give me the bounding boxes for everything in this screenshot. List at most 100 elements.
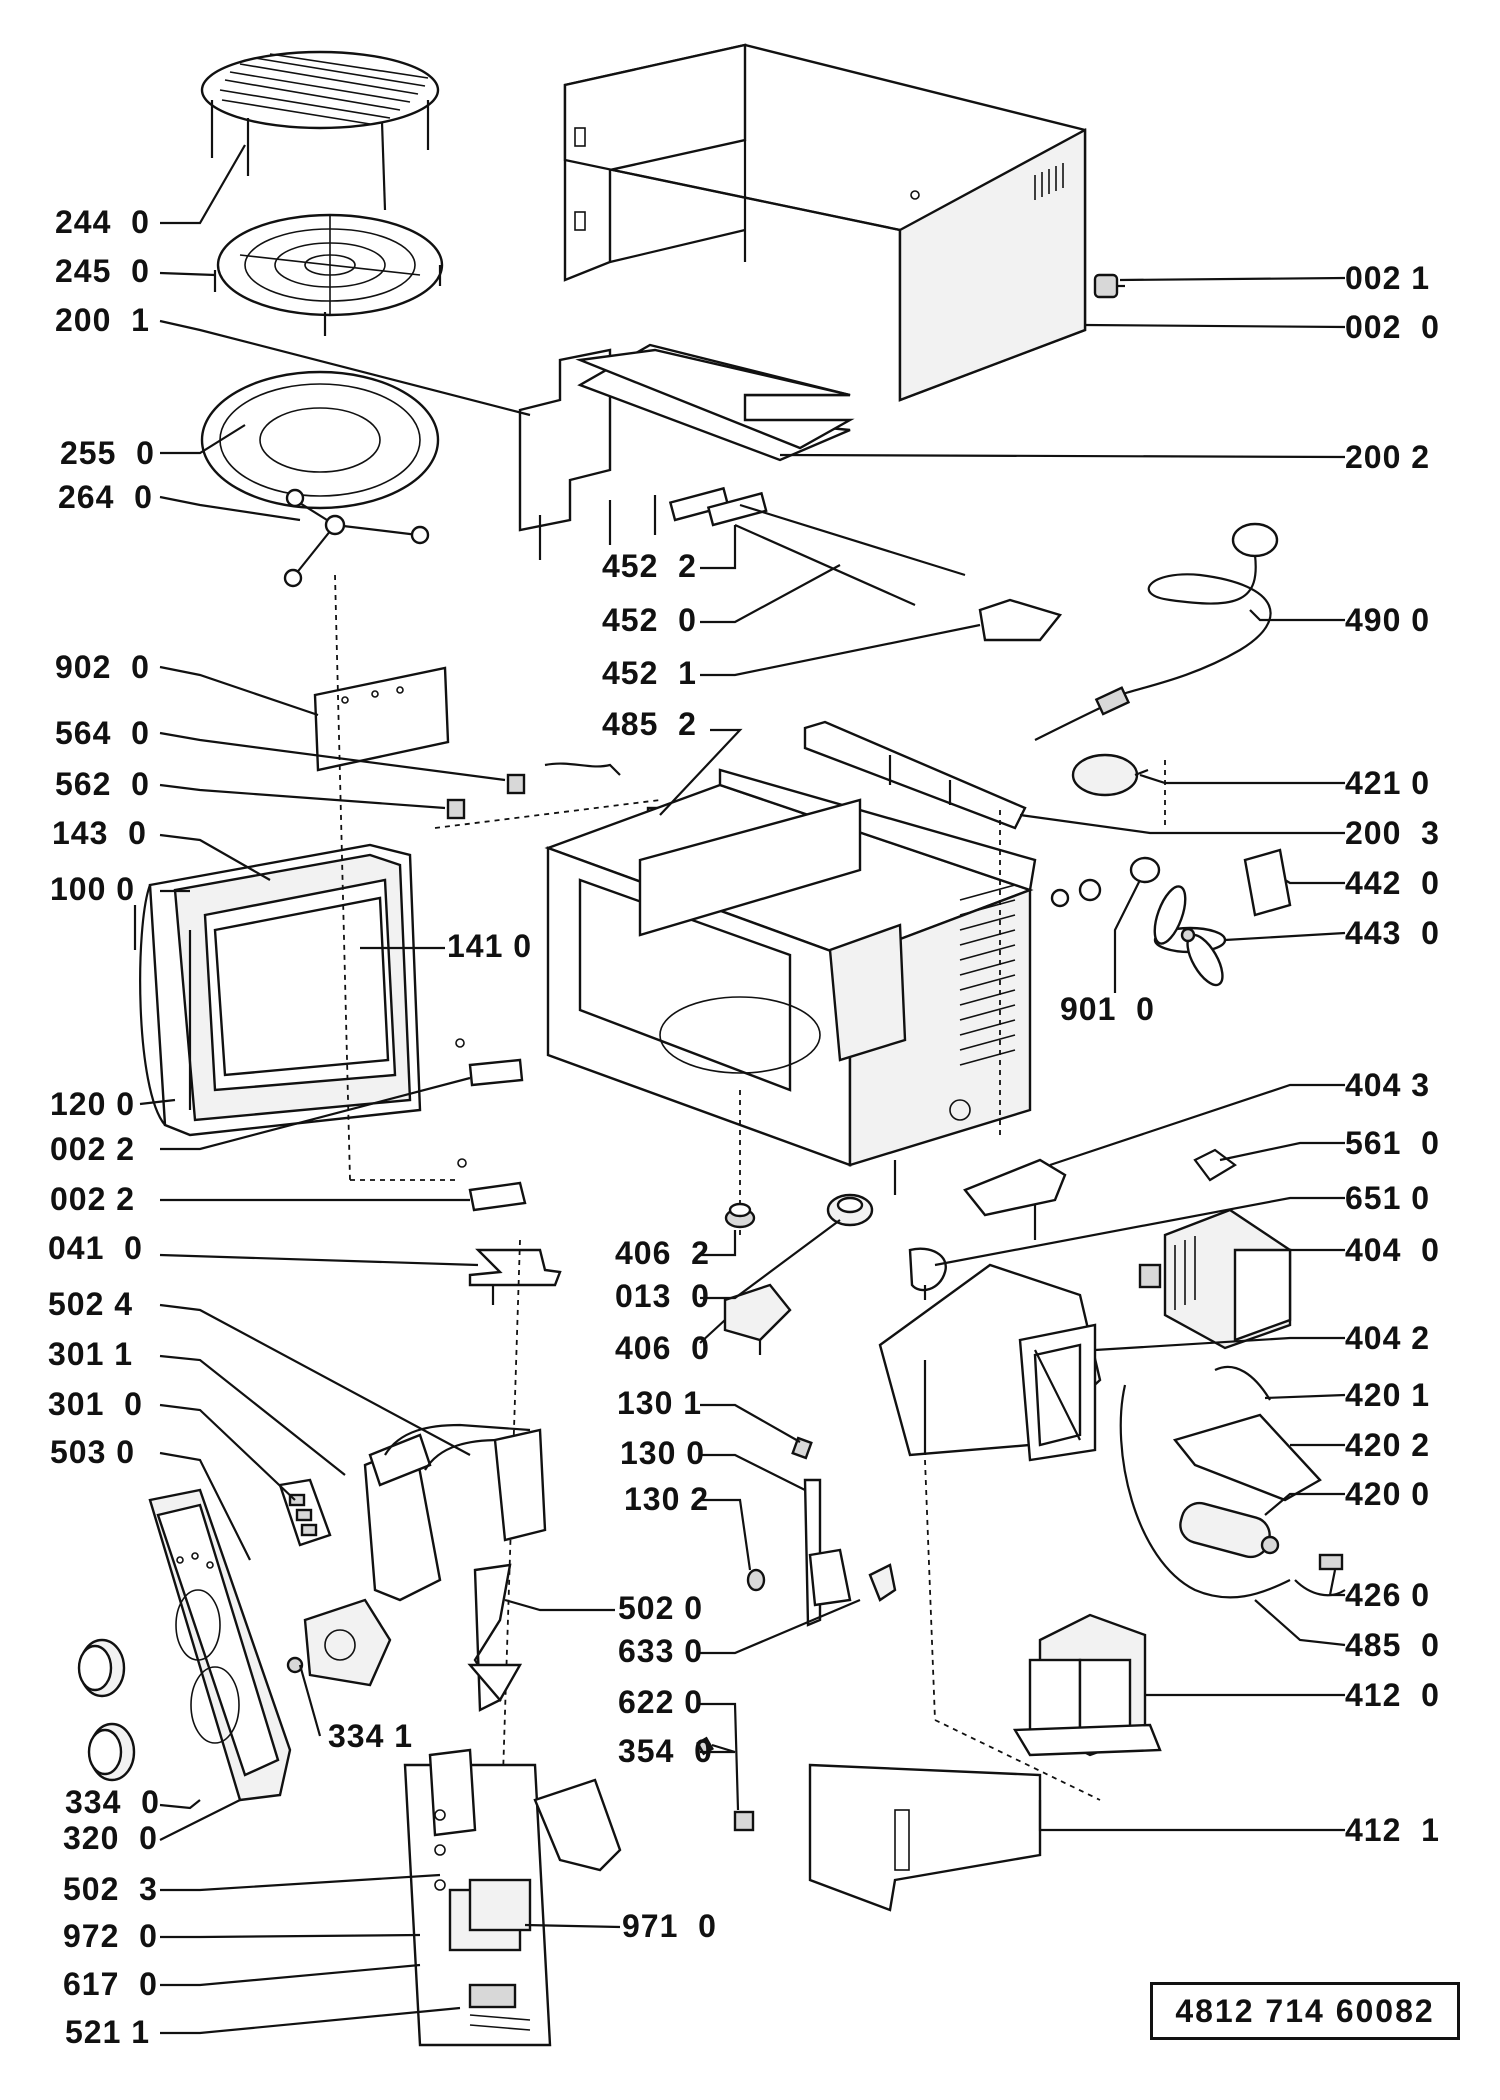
label-412-0: 412 0	[1345, 1677, 1440, 1713]
label-420-0: 420 0	[1345, 1476, 1431, 1512]
waveguide	[878, 1263, 1102, 1462]
label-412-1: 412 1	[1345, 1812, 1440, 1848]
turntable-motor	[723, 1193, 874, 1355]
upper-bar	[803, 720, 1027, 830]
rod-assembly	[668, 486, 1063, 642]
label-426-0: 426 0	[1345, 1577, 1431, 1613]
label-041-0: 041 0	[48, 1230, 143, 1266]
label-301-1: 301 1	[48, 1336, 134, 1372]
control-pcb	[403, 1736, 755, 2047]
label-502-3: 502 3	[63, 1871, 158, 1907]
document-number: 4812 714 60082	[1150, 1982, 1460, 2040]
transformer-cover	[808, 1763, 1042, 1912]
fan-bracket	[1243, 848, 1292, 917]
cabinet-screw	[1093, 273, 1125, 299]
lower-rack	[213, 213, 444, 336]
label-143-0: 143 0	[52, 815, 147, 851]
label-622-0: 622 0	[618, 1684, 704, 1720]
hv-wire	[1119, 1384, 1346, 1599]
label-421-0: 421 0	[1345, 765, 1431, 801]
label-561-0: 561 0	[1345, 1125, 1440, 1161]
label-200-2: 200 2	[1345, 439, 1431, 475]
label-013-0: 013 0	[615, 1278, 710, 1314]
cover-plate	[313, 666, 450, 772]
label-502-4: 502 4	[48, 1286, 134, 1322]
label-452-2: 452 2	[602, 548, 697, 584]
label-901-0: 901 0	[1060, 991, 1155, 1027]
label-130-1: 130 1	[617, 1385, 703, 1421]
small-clip	[1193, 1148, 1237, 1182]
label-521-1: 521 1	[65, 2014, 151, 2050]
label-442-0: 442 0	[1345, 865, 1440, 901]
label-141-0: 141 0	[447, 928, 533, 964]
label-972-0: 972 0	[63, 1918, 158, 1954]
label-633-0: 633 0	[618, 1633, 704, 1669]
glass-turntable	[200, 370, 440, 510]
label-420-2: 420 2	[1345, 1427, 1431, 1463]
oven-chassis	[544, 768, 1037, 1195]
label-200-1: 200 1	[55, 302, 150, 338]
label-406-0: 406 0	[615, 1330, 710, 1366]
switch-bracket-a	[963, 1158, 1067, 1240]
control-knobs	[77, 1638, 136, 1782]
hv-capacitor	[1179, 1501, 1280, 1559]
label-617-0: 617 0	[63, 1966, 158, 2002]
interlock-switches	[746, 1436, 897, 1627]
label-002-0: 002 0	[1345, 309, 1440, 345]
label-100-0: 100 0	[50, 871, 136, 907]
timer	[286, 1598, 392, 1687]
label-002-1: 002 1	[1345, 260, 1431, 296]
label-443-0: 443 0	[1345, 915, 1440, 951]
label-334-1: 334 1	[328, 1718, 414, 1754]
label-971-0: 971 0	[622, 1908, 717, 1944]
dashed-leaders	[334, 574, 1166, 1871]
label-485-2: 485 2	[602, 706, 697, 742]
label-485-0: 485 0	[1345, 1627, 1440, 1663]
door-latch	[468, 1248, 562, 1305]
label-320-0: 320 0	[63, 1820, 158, 1856]
door-assembly	[139, 843, 422, 1137]
door-hinges	[455, 1038, 527, 1212]
capacitor	[1071, 753, 1149, 797]
label-420-1: 420 1	[1345, 1377, 1431, 1413]
label-002-2b: 002 2	[50, 1181, 136, 1217]
power-cord	[1034, 522, 1279, 741]
oven-lamp	[1050, 856, 1161, 908]
label-564-0: 564 0	[55, 715, 150, 751]
label-404-3: 404 3	[1345, 1067, 1431, 1103]
label-354-0: 354 0	[618, 1733, 713, 1769]
grill-rack	[200, 50, 440, 211]
label-502-0: 502 0	[618, 1590, 704, 1626]
top-bracket	[518, 343, 855, 560]
label-264-0: 264 0	[58, 479, 153, 515]
diode-bracket	[1172, 1365, 1322, 1502]
cooling-fan	[1153, 885, 1227, 987]
label-902-0: 902 0	[55, 649, 150, 685]
label-002-2a: 002 2	[50, 1131, 136, 1167]
label-406-2: 406 2	[615, 1235, 710, 1271]
switch-blocks	[278, 1433, 442, 1602]
label-leaders	[133, 144, 1346, 2035]
magnetron	[1138, 1208, 1292, 1350]
label-562-0: 562 0	[55, 766, 150, 802]
label-334-0: 334 0	[65, 1784, 160, 1820]
thermal-fuse	[908, 1247, 947, 1300]
roller-support	[283, 488, 430, 588]
label-120-0: 120 0	[50, 1086, 136, 1122]
label-130-2: 130 2	[624, 1481, 710, 1517]
switch-clips	[446, 762, 662, 822]
label-651-0: 651 0	[1345, 1180, 1431, 1216]
label-130-0: 130 0	[620, 1435, 706, 1471]
label-490-0: 490 0	[1345, 602, 1431, 638]
wiring-harness	[384, 1423, 547, 1712]
control-panel	[148, 1488, 292, 1802]
label-301-0: 301 0	[48, 1386, 143, 1422]
label-255-0: 255 0	[60, 435, 155, 471]
label-404-0: 404 0	[1345, 1232, 1440, 1268]
label-452-1: 452 1	[602, 655, 697, 691]
label-404-2: 404 2	[1345, 1320, 1431, 1356]
label-503-0: 503 0	[50, 1434, 136, 1470]
label-452-0: 452 0	[602, 602, 697, 638]
